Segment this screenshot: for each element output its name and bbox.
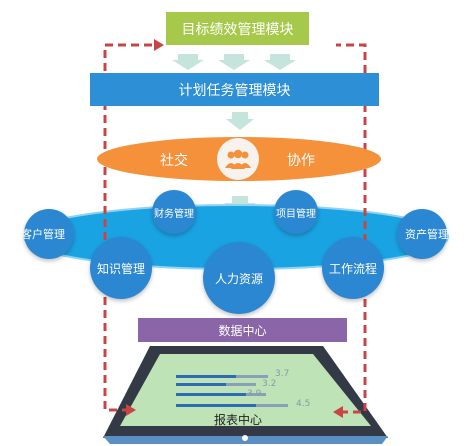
report-value-4: 4.5 <box>296 399 311 409</box>
social-label: 社交 <box>160 153 188 169</box>
report-value-1: 3.7 <box>275 369 290 379</box>
node-knowledge-label: 知识管理 <box>96 261 145 276</box>
collab-label: 协作 <box>287 153 315 169</box>
node-hr-label: 人力资源 <box>214 271 263 286</box>
feedback-loop <box>103 43 367 414</box>
goal-down-arrows <box>172 54 296 70</box>
node-finance-label: 财务管理 <box>154 208 194 220</box>
report-center-label: 报表中心 <box>214 413 263 427</box>
report-bars <box>176 375 288 407</box>
data-center: 数据中心 <box>138 318 347 342</box>
plan-down-arrow <box>226 112 254 130</box>
node-project: 项目管理 <box>274 190 318 234</box>
people-group-icon <box>217 138 259 180</box>
node-asset-label: 资产管理 <box>405 228 449 241</box>
goal-module: 目标绩效管理模块 <box>166 12 309 45</box>
data-center-label: 数据中心 <box>218 323 267 338</box>
report-value-3: 3.9 <box>247 389 262 399</box>
node-workflow: 工作流程 <box>322 237 384 299</box>
node-knowledge: 知识管理 <box>90 237 152 299</box>
node-workflow-label: 工作流程 <box>328 261 377 276</box>
node-hr: 人力资源 <box>203 242 275 314</box>
node-customer: 客户管理 <box>21 209 74 259</box>
node-project-label: 项目管理 <box>276 208 316 220</box>
plan-module-label: 计划任务管理模块 <box>178 82 291 99</box>
loop-arrowhead-bottom-right <box>333 406 343 418</box>
node-finance: 财务管理 <box>152 190 196 234</box>
report-value-2: 3.2 <box>262 379 277 389</box>
loop-arrowhead-bottom-left <box>126 404 136 416</box>
node-asset: 资产管理 <box>397 209 449 259</box>
plan-module: 计划任务管理模块 <box>90 73 379 106</box>
goal-module-label: 目标绩效管理模块 <box>181 21 294 38</box>
tablet-device <box>103 346 388 444</box>
node-customer-label: 客户管理 <box>21 228 65 241</box>
loop-arrowhead-top <box>154 39 164 51</box>
